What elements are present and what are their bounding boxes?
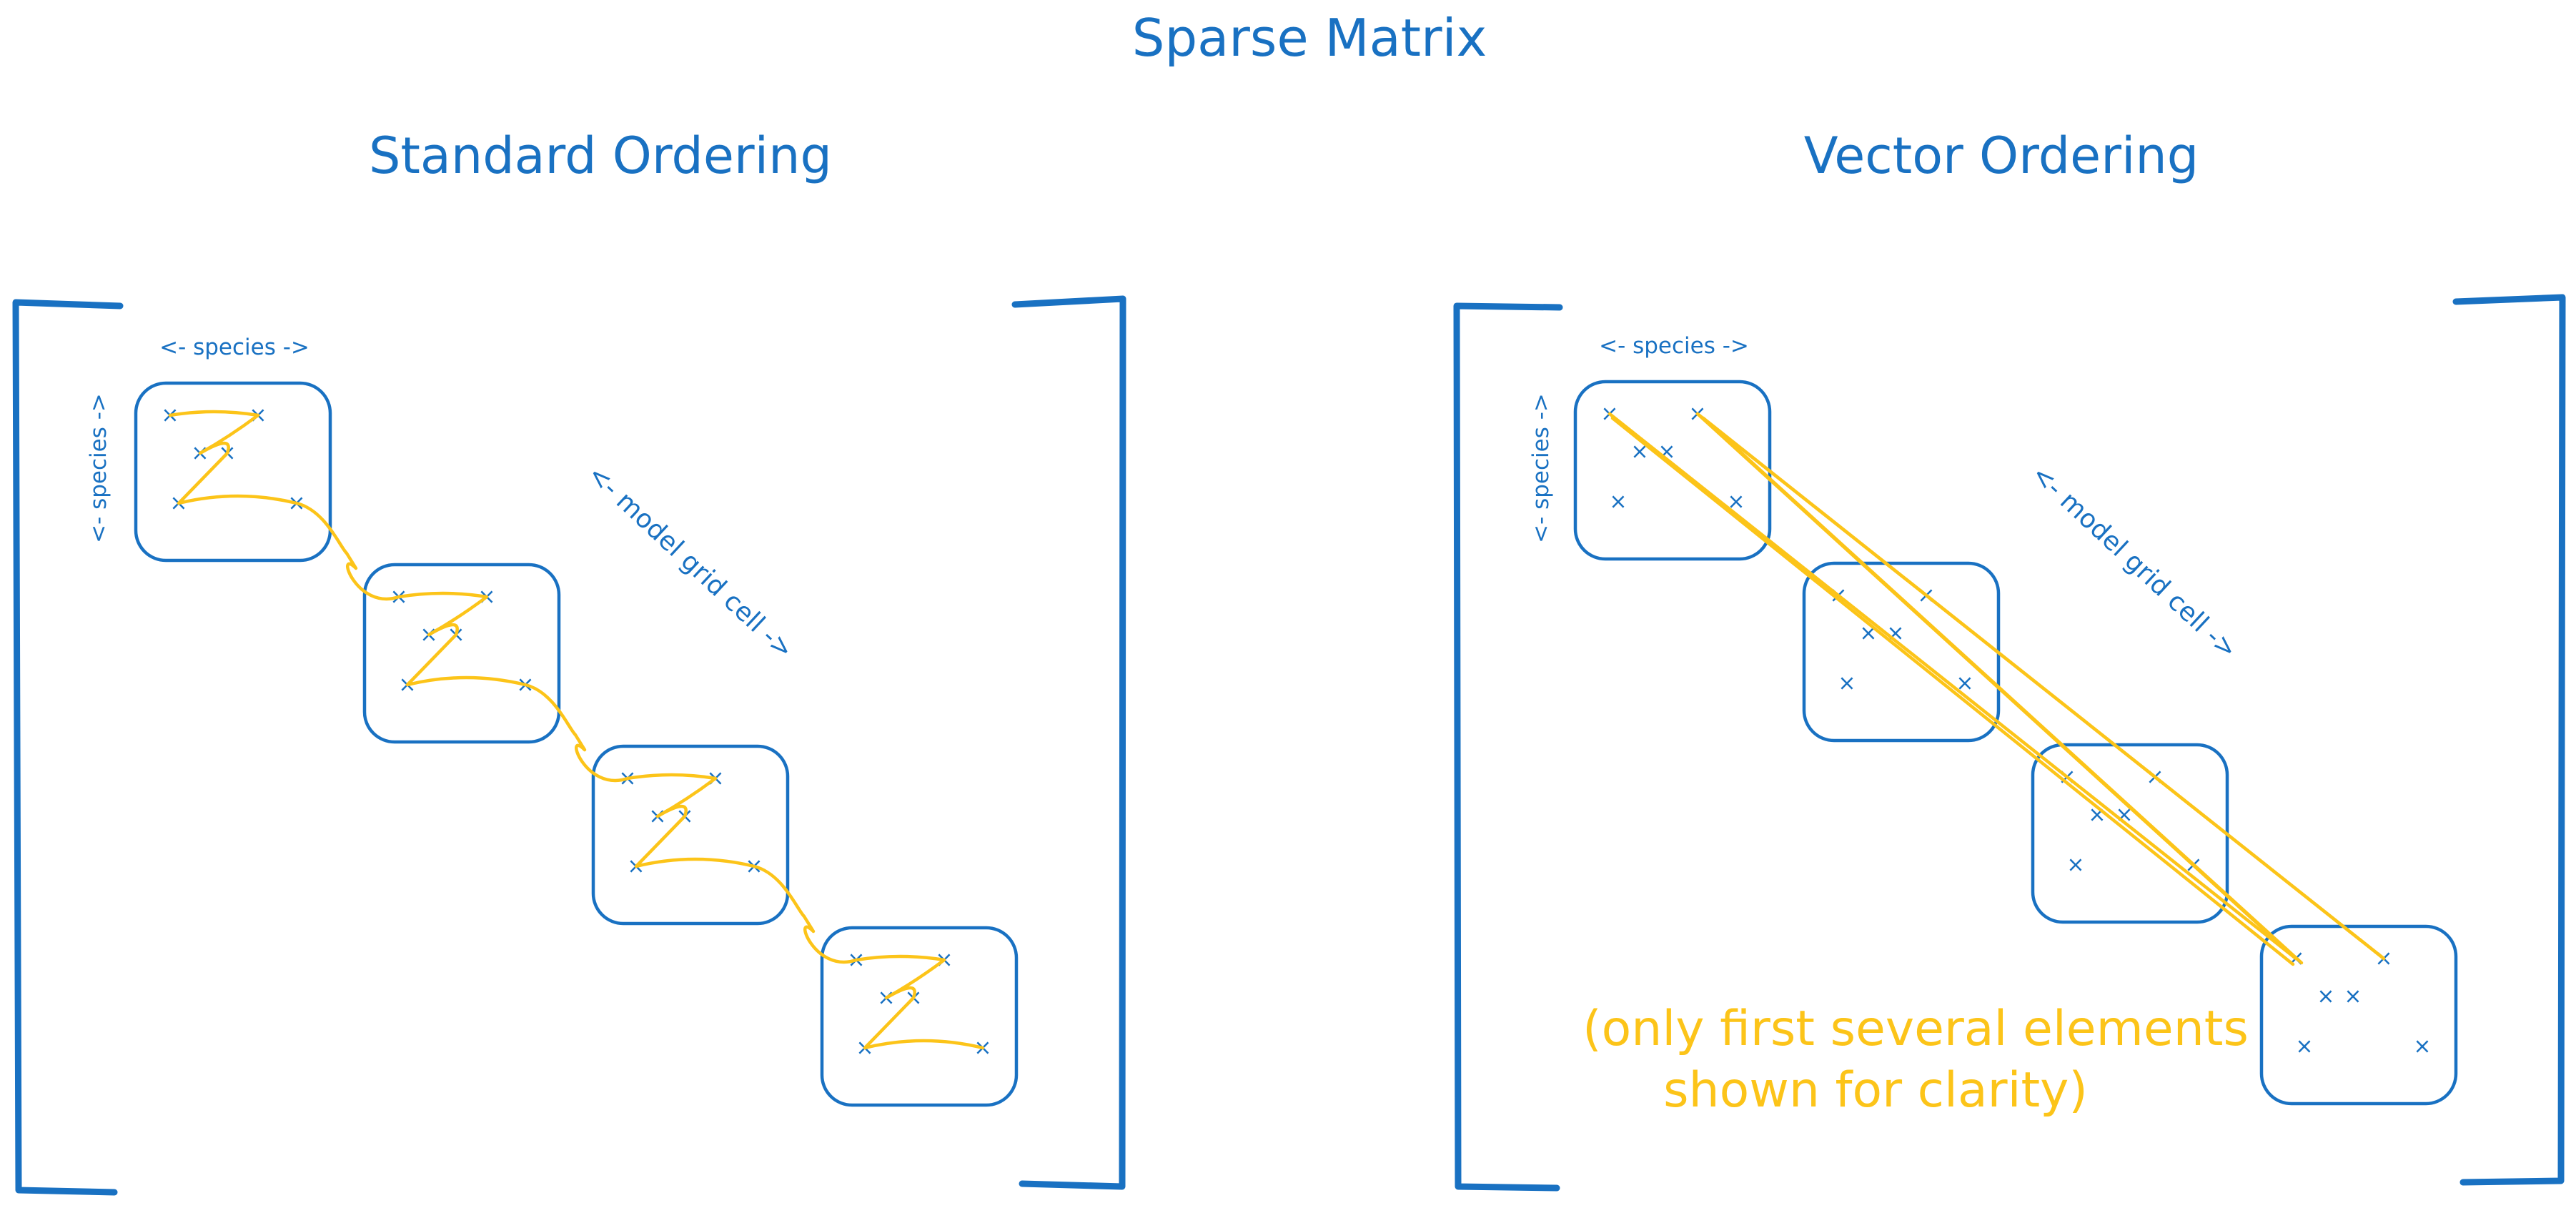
right-block-1-element-5: ×	[1609, 490, 1627, 515]
right-grid-cell-label: <- model grid cell ->	[2026, 460, 2242, 665]
right-block-4-element-4: ×	[2344, 984, 2362, 1009]
clarity-note-line-1: (only first several elements	[1582, 1001, 2249, 1057]
clarity-note-line-2: shown for clarity)	[1663, 1062, 2088, 1119]
right-block-4	[2259, 924, 2458, 1106]
left-block-4	[820, 926, 1019, 1107]
left-matrix-open-bracket	[12, 299, 124, 1196]
vector-ordering-heading: Vector Ordering	[1804, 127, 2199, 185]
right-block-4-element-3: ×	[2317, 984, 2334, 1009]
right-species-side-label: <- species ->	[1528, 393, 1554, 543]
vector-path-element-3	[1701, 416, 2304, 965]
vector-ordering-panel: Vector Ordering <- species -> <- species…	[1453, 127, 2566, 1192]
diagram-title: Sparse Matrix	[1132, 8, 1487, 68]
left-block-3	[591, 744, 790, 926]
standard-ordering-heading: Standard Ordering	[369, 127, 832, 185]
right-species-top-label: <- species ->	[1599, 333, 1749, 359]
left-grid-cell-label: <- model grid cell ->	[582, 460, 798, 665]
left-block-2	[362, 563, 561, 744]
right-block-4-element-6: ×	[2413, 1034, 2431, 1059]
right-block-2-element-5: ×	[1838, 671, 1856, 696]
standard-ordering-path	[168, 410, 985, 1050]
right-block-3-element-5: ×	[2066, 853, 2084, 878]
left-block-1	[134, 381, 332, 563]
left-matrix-close-bracket	[1011, 295, 1126, 1190]
right-matrix-open-bracket	[1453, 302, 1563, 1192]
vector-path-return-2	[1701, 416, 2386, 961]
standard-ordering-panel: Standard Ordering <- species -> <- speci…	[12, 127, 1126, 1196]
vector-ordering-paths	[1607, 412, 2386, 966]
vector-path-element-1	[1607, 412, 2298, 961]
left-species-top-label: <- species ->	[159, 335, 309, 360]
left-species-side-label: <- species ->	[86, 393, 112, 543]
left-diagonal-blocks: ××××××××××××××××××××××××	[134, 381, 1019, 1107]
vector-path-element-4	[1610, 416, 2295, 966]
right-block-4-element-5: ×	[2295, 1034, 2313, 1059]
right-matrix-close-bracket	[2452, 294, 2566, 1186]
